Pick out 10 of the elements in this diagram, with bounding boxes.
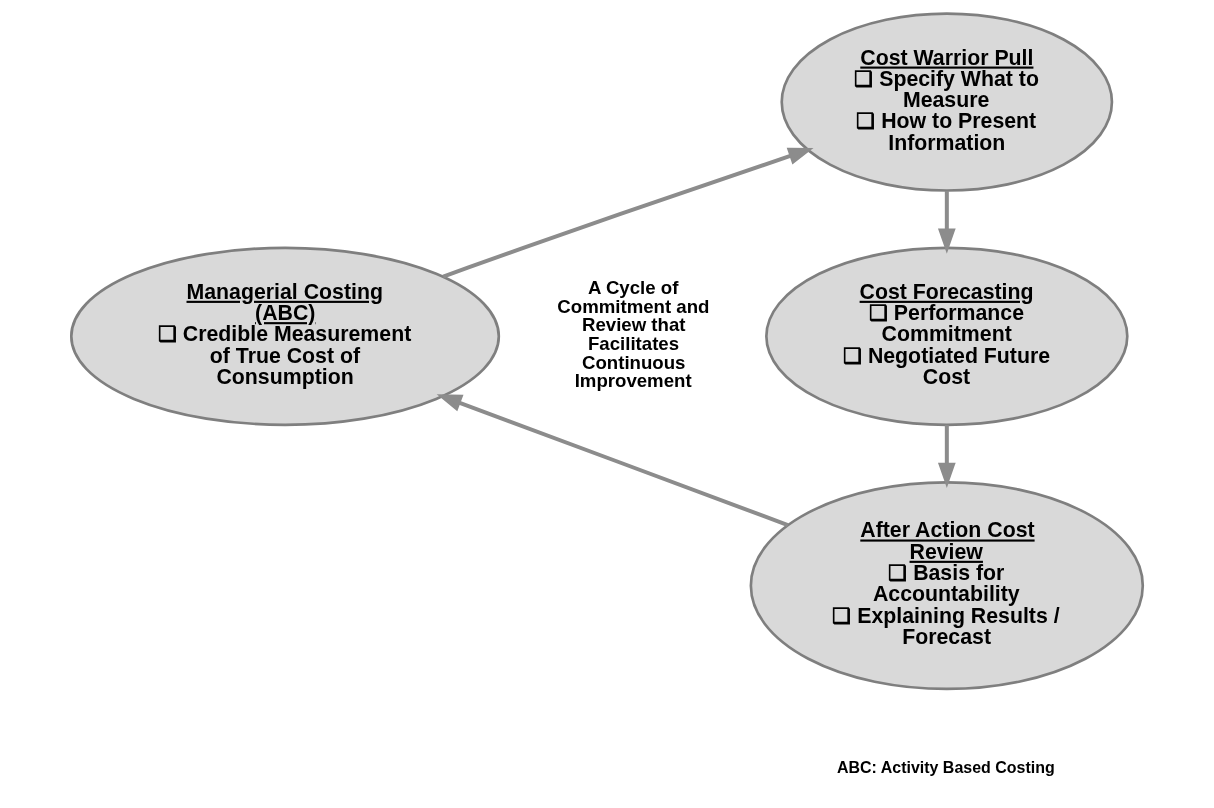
node-ellipse: After Action Cost Review ❑ Basis for Accountability ❑ Explaining Results / Forecast <box>749 481 1145 691</box>
arrow <box>442 147 814 279</box>
label: A Cycle of Commitment and Review that Facilitates Continuous Improvement <box>557 277 710 392</box>
arrow <box>436 394 789 527</box>
node-ellipse: Managerial Costing (ABC) ❑ Credible Measurement of True Cost of Consumption <box>69 246 501 427</box>
node-ellipse: Cost Forecasting ❑ Performance Commitment ❑ Negotiated Future Cost <box>765 246 1129 427</box>
node-ellipse: Cost Warrior Pull ❑ Specify What to Measure ❑ How to Present Information <box>780 12 1114 192</box>
label: ABC: Activity Based Costing <box>836 759 1055 777</box>
arrow <box>937 190 956 254</box>
arrow <box>937 425 956 488</box>
